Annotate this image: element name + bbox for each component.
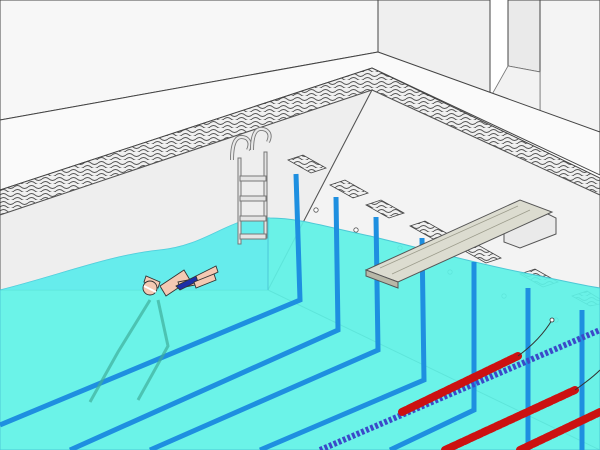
pool-deck (0, 51, 600, 191)
swimmer (142, 265, 219, 297)
swimmer-shadow (88, 299, 170, 403)
left-wall-water (0, 217, 270, 290)
gutter-tiles (0, 67, 600, 216)
diving-board (364, 199, 557, 289)
lane-ropes (318, 317, 600, 450)
ladder (230, 127, 272, 245)
